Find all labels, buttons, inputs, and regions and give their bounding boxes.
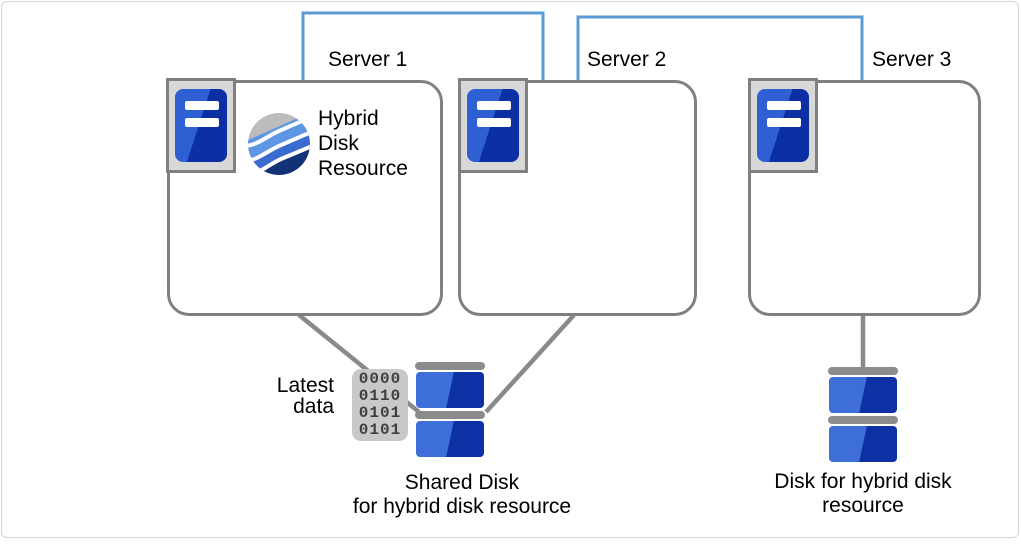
server2-tower-icon [458,78,528,173]
server2-box [458,80,697,316]
disk-body [416,421,484,457]
binary-row: 0101 [358,421,402,439]
server-slot-bar [477,118,511,127]
server1-tower-icon [166,78,236,173]
caption-line: Shared Disk [404,471,520,494]
hybrid-label-line: Resource [318,157,408,180]
binary-data-icon: 0000 0110 0101 0101 [352,369,408,441]
binary-row: 0110 [358,387,402,405]
disk-platter-bar [828,367,898,375]
server-glyph [757,89,809,162]
server-slot-bar [185,101,219,110]
hybrid-label-line: Disk [318,132,359,155]
disk-body [829,426,897,462]
hybrid-disk-resource-label: Hybrid Disk Resource [318,106,408,181]
server2-label: Server 2 [587,48,667,71]
hybrid-disk-resource-icon [247,112,311,181]
disk-body [416,372,484,408]
server1-label: Server 1 [328,48,408,71]
shared-disk-icon [415,362,485,457]
server-glyph [175,89,227,162]
binary-row: 0000 [358,370,402,388]
latest-data-label: Latest data [240,375,334,417]
interconnect-line-server2-server3 [576,15,864,80]
caption-line: Disk for hybrid disk [774,470,952,493]
server-slot-bar [767,101,801,110]
server3-label: Server 3 [872,48,952,71]
caption-line: for hybrid disk resource [352,495,572,518]
interconnect-line-server1-server2 [301,11,545,80]
caption-line: resource [822,494,904,517]
disk-platter-bar [415,411,485,419]
hybrid-disk-icon [828,367,898,462]
hybrid-label-line: Hybrid [318,107,379,130]
hybrid-disk-caption: Disk for hybrid disk resource [723,470,1003,518]
server-slot-bar [185,118,219,127]
server-glyph [467,89,519,162]
latest-data-line: data [293,395,334,418]
latest-data-line: Latest [276,374,334,397]
disk-body [829,377,897,413]
disk-platter-bar [828,416,898,424]
server3-tower-icon [748,78,818,173]
server-slot-bar [767,118,801,127]
binary-row: 0101 [358,404,402,422]
shared-disk-caption: Shared Disk for hybrid disk resource [322,471,602,519]
server-slot-bar [477,101,511,110]
disk-platter-bar [415,362,485,370]
disk-link-server2 [484,313,576,414]
